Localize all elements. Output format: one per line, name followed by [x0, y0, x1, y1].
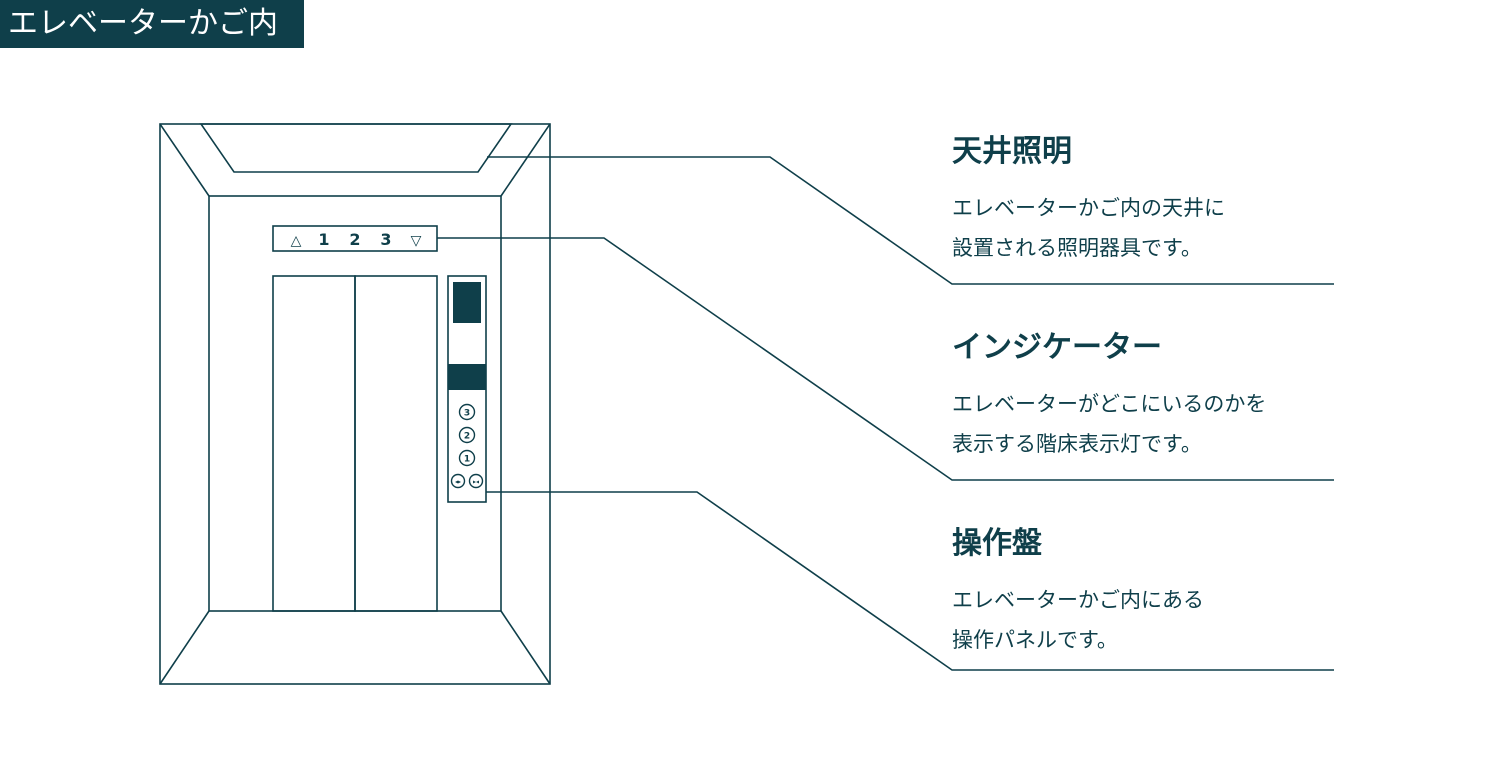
panel-band: [448, 364, 486, 390]
floor-button-3: [458, 403, 476, 421]
leader-line-panel: [486, 491, 1334, 671]
callout-heading: 天井照明: [952, 134, 1072, 169]
floor-button-2-label: 2: [464, 432, 470, 442]
door-close-icon: ▸◂: [473, 479, 479, 486]
perspective-line: [500, 610, 551, 685]
perspective-line: [159, 610, 210, 685]
door-open-icon: ◂▸: [455, 479, 461, 486]
callout-control-panel: 操作盤 エレベーターかご内にある 操作パネルです。: [952, 526, 1332, 660]
indicator-floor-2: 2: [349, 230, 360, 249]
leader-line-ceiling: [487, 156, 1334, 285]
callout-ceiling-light: 天井照明 エレベーターかご内の天井に 設置される照明器具です。: [952, 134, 1332, 268]
floor-button-2: [458, 426, 476, 444]
door-right: [354, 275, 438, 612]
door-open-button: [450, 473, 466, 489]
callout-text: 表示する階床表示灯です。: [952, 432, 1202, 456]
perspective-line: [159, 123, 210, 197]
up-arrow-icon: △: [291, 233, 302, 249]
perspective-line: [500, 123, 551, 197]
callout-text: エレベーターがどこにいるのかを: [952, 392, 1267, 416]
ceiling-light-shape: [199, 123, 513, 173]
callout-text: エレベーターかご内にある: [952, 588, 1204, 612]
indicator-floor-3: 3: [380, 230, 391, 249]
door-close-button: [468, 473, 484, 489]
callout-heading: 操作盤: [952, 526, 1042, 561]
callout-heading: インジケーター: [952, 330, 1162, 365]
callout-text: 設置される照明器具です。: [952, 236, 1202, 260]
down-arrow-icon: ▽: [411, 233, 422, 249]
panel-display: [453, 282, 481, 323]
page-title: エレベーターかご内: [0, 0, 304, 48]
floor-button-3-label: 3: [464, 409, 470, 419]
callout-text: エレベーターかご内の天井に: [952, 196, 1225, 220]
floor-button-1-label: 1: [464, 455, 470, 465]
indicator-floor-1: 1: [318, 230, 329, 249]
callout-text: 操作パネルです。: [952, 628, 1118, 652]
door-left: [272, 275, 356, 612]
leader-line-indicator: [437, 237, 1334, 481]
floor-button-1: [458, 449, 476, 467]
callout-indicator: インジケーター エレベーターがどこにいるのかを 表示する階床表示灯です。: [952, 330, 1332, 464]
